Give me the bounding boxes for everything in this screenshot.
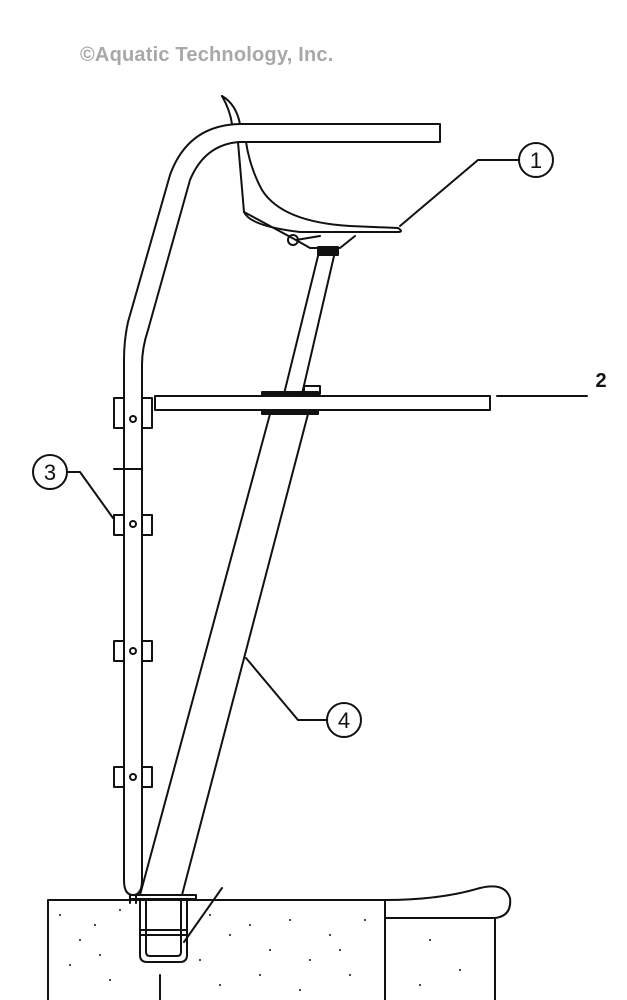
copyright-text: ©Aquatic Technology, Inc. bbox=[80, 44, 334, 66]
step-brackets bbox=[113, 397, 153, 788]
seat bbox=[221, 95, 402, 256]
concrete-stipple bbox=[59, 909, 461, 991]
callout-1-leader bbox=[399, 142, 554, 227]
callout-3-leader bbox=[32, 454, 143, 519]
support-post bbox=[139, 413, 309, 896]
callout-4-label: 4 bbox=[338, 708, 350, 733]
callout-4-leader bbox=[245, 657, 362, 738]
footrest-platform bbox=[154, 385, 491, 415]
callout-1-label: 1 bbox=[530, 148, 542, 173]
seat-post bbox=[283, 255, 335, 395]
callout-2-label: 2 bbox=[595, 370, 606, 392]
callout-3-label: 3 bbox=[44, 460, 56, 485]
concrete-deck bbox=[47, 885, 512, 1000]
